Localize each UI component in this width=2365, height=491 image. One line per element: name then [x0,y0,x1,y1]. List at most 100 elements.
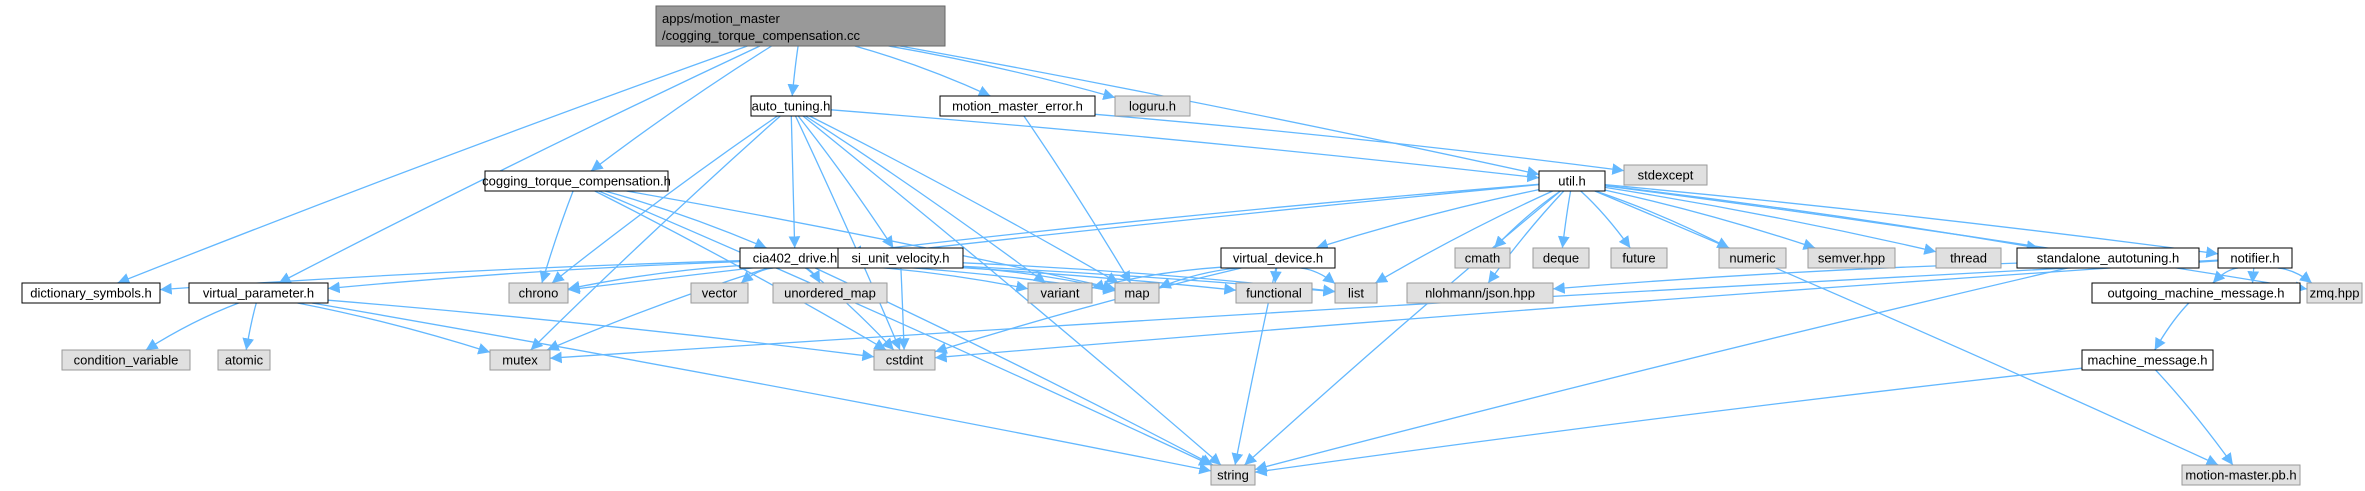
node-map: map [1114,282,1160,304]
node-label: deque [1543,251,1579,266]
node-label: cstdint [886,353,924,368]
edge-root-to-util [899,45,1540,178]
node-label: string [1217,468,1249,483]
edge-util-to-deque [1557,190,1572,249]
node-box-si-unit [837,247,964,269]
edge-auto_tuning-to-cstdint [794,115,901,351]
edge-auto_tuning-to-cia402 [788,115,801,249]
node-label: semver.hpp [1818,251,1885,266]
node-box-atomic [217,349,271,371]
node-box-outgoing [2091,282,2301,304]
edge-util-to-pb [1594,190,2219,466]
node-mutex: mutex [489,349,551,371]
node-root[interactable]: apps/motion_master/cogging_torque_compen… [655,5,946,47]
node-label: map [1124,286,1149,301]
edge-cia402-to-unordered_map [804,267,821,284]
node-box-cogging [484,170,669,192]
node-motion-master-error[interactable]: motion_master_error.h [939,95,1096,117]
node-cmath: cmath [1454,247,1511,269]
node-string: string [1210,464,1256,486]
edge-util-to-virtual_device [1316,188,1540,251]
node-box-semver [1807,247,1896,269]
node-machine-message[interactable]: machine_message.h [2081,349,2214,371]
node-label: /cogging_torque_compensation.cc [662,28,861,43]
node-label: numeric [1729,251,1776,266]
edge-cogging-to-cia402 [604,190,767,249]
edge-cogging-to-string [598,190,1212,466]
node-box-motion-master-error [939,95,1096,117]
node-virtual-parameter[interactable]: virtual_parameter.h [188,282,329,304]
node-box-vector [690,282,749,304]
node-numeric: numeric [1718,247,1787,269]
edge-auto_tuning-to-mutex [530,115,781,351]
edge-cogging-to-chrono [539,190,574,284]
node-semver: semver.hpp [1807,247,1896,269]
node-condition-variable: condition_variable [61,349,191,371]
node-box-loguru [1114,95,1191,117]
node-box-cmath [1454,247,1511,269]
node-atomic: atomic [217,349,271,371]
edge-virtual_device-to-cstdint [934,267,1242,354]
edge-root-to-loguru [888,45,1116,100]
node-label: virtual_parameter.h [203,286,314,301]
node-label: cmath [1465,251,1500,266]
node-si-unit[interactable]: si_unit_velocity.h [837,247,964,269]
node-label: variant [1040,286,1079,301]
node-label: motion_master_error.h [952,99,1083,114]
node-box-list [1334,282,1378,304]
node-outgoing[interactable]: outgoing_machine_message.h [2091,282,2301,304]
node-cstdint: cstdint [873,349,936,371]
edge-cia402-to-mutex [546,267,769,351]
edge-motion_master_error-to-map [1023,115,1132,284]
node-standalone[interactable]: standalone_autotuning.h [2016,247,2200,269]
edge-root-to-dictionary [117,45,748,285]
node-box-string [1210,464,1256,486]
node-dictionary[interactable]: dictionary_symbols.h [21,282,161,304]
node-label: thread [1950,251,1987,266]
node-auto-tuning[interactable]: auto_tuning.h [750,95,832,117]
edge-util-to-standalone [1604,185,2039,252]
edge-util-to-notifier [1604,184,2219,259]
node-cogging[interactable]: cogging_torque_compensation.h [482,170,671,192]
node-util[interactable]: util.h [1538,170,1606,192]
node-box-deque [1532,247,1590,269]
node-vector: vector [690,282,749,304]
node-variant: variant [1027,282,1093,304]
node-notifier[interactable]: notifier.h [2217,247,2293,269]
edge-outgoing-to-machine_message [2154,302,2190,351]
edge-util-to-chrono [567,183,1540,295]
edge-util-to-zmq [1604,185,2308,293]
nodes-layer: apps/motion_master/cogging_torque_compen… [21,5,2363,486]
node-box-zmq [2306,282,2363,304]
edge-notifier-to-cstdint [934,260,2219,363]
node-box-condition-variable [61,349,191,371]
edge-util-to-string [1244,190,1561,466]
node-box-virtual-parameter [188,282,329,304]
edge-motion_master_error-to-stdexcept [1094,113,1625,175]
node-label: functional [1246,286,1302,301]
node-virtual-device[interactable]: virtual_device.h [1220,247,1336,269]
edge-virtual_parameter-to-mutex [297,302,491,355]
edge-cogging-to-cstdint [594,190,887,351]
edge-auto_tuning-to-map [809,115,1119,284]
node-label: apps/motion_master [662,11,780,26]
edge-root-to-auto_tuning [787,45,800,97]
node-box-json [1406,282,1554,304]
edge-machine_message-to-string [1254,367,2083,477]
node-box-thread [1935,247,2002,269]
edge-virtual_parameter-to-atomic [242,302,257,351]
node-box-pb [2181,464,2301,486]
node-thread: thread [1935,247,2002,269]
edge-cia402-to-cstdint [805,267,895,351]
edge-virtual_device-to-variant [1091,266,1222,291]
node-box-dictionary [21,282,161,304]
node-json: nlohmann/json.hpp [1406,282,1554,304]
edge-notifier-to-mutex [549,259,2219,364]
edge-auto_tuning-to-string [802,115,1222,466]
node-cia402[interactable]: cia402_drive.h [739,247,851,269]
edge-auto_tuning-to-chrono [551,115,778,284]
node-box-mutex [489,349,551,371]
node-label: unordered_map [784,286,876,301]
node-box-standalone [2016,247,2200,269]
edge-util-to-json [1487,190,1565,284]
